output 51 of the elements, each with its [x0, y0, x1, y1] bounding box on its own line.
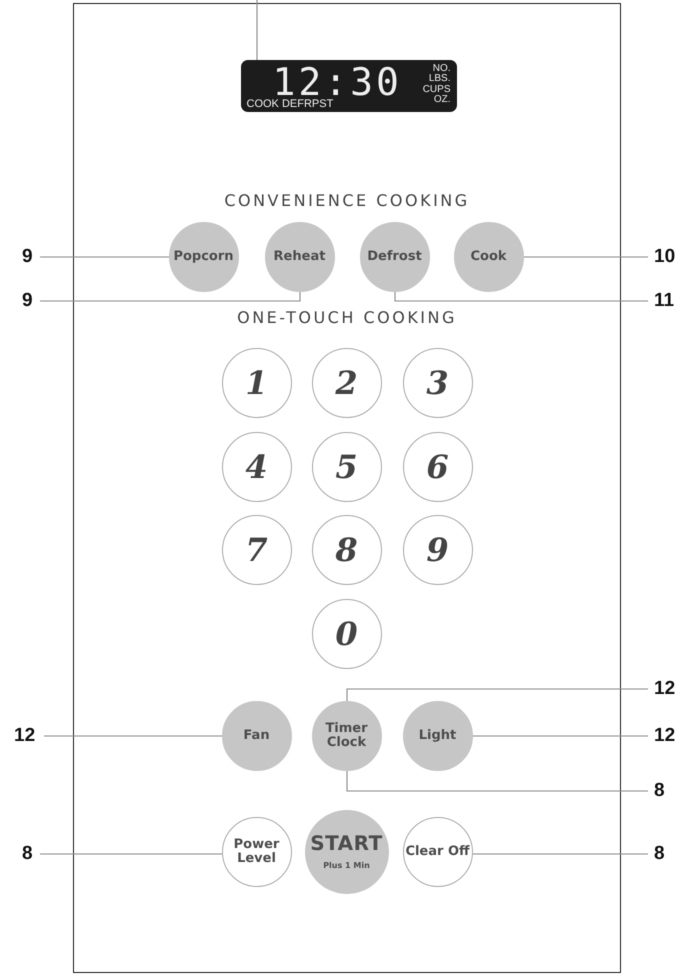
callout-number: 12	[654, 725, 676, 747]
button-label: Power Level	[232, 838, 280, 866]
leader-line	[524, 256, 648, 258]
key-numeral: 7	[245, 530, 268, 568]
button-label: Cook	[470, 250, 507, 264]
button-label: Timer Clock	[324, 722, 369, 750]
unit-label: CUPS	[422, 84, 450, 95]
callout-number: 9	[22, 290, 33, 312]
key-numeral: 8	[335, 530, 358, 568]
section-heading: CONVENIENCE COOKING	[223, 191, 471, 210]
leader-line	[44, 735, 222, 737]
leader-line	[40, 292, 301, 302]
key-numeral: 4	[245, 448, 268, 486]
section-heading: ONE-TOUCH COOKING	[236, 308, 458, 327]
leader-line	[40, 853, 222, 855]
mode-indicator: COOK DEFRPST	[246, 98, 334, 110]
button-label: START	[310, 832, 383, 854]
leader-line	[346, 771, 648, 792]
callout-number: 12	[14, 725, 36, 747]
button-label: Popcorn	[173, 250, 234, 264]
callout-number: 8	[22, 843, 33, 865]
button-label: Defrost	[367, 250, 422, 264]
control-panel	[73, 3, 621, 973]
callout-number: 8	[654, 780, 665, 802]
key-numeral: 3	[426, 364, 449, 402]
key-numeral: 9	[426, 530, 449, 568]
unit-label: NO.	[432, 64, 450, 74]
leader-line	[346, 688, 648, 701]
leader-line	[256, 0, 258, 60]
callout-number: 9	[22, 246, 33, 268]
key-numeral: 2	[335, 364, 358, 402]
leader-line	[473, 853, 648, 855]
key-numeral: 5	[335, 448, 358, 486]
key-numeral: 1	[245, 364, 268, 402]
callout-number: 11	[654, 290, 674, 312]
key-numeral: 6	[426, 448, 449, 486]
button-label: Light	[418, 728, 456, 742]
display-screen	[240, 60, 456, 112]
button-label: Reheat	[274, 250, 326, 264]
callout-number: 10	[654, 246, 676, 268]
key-numeral: 0	[335, 614, 358, 652]
leader-line	[40, 256, 169, 258]
button-sublabel: Plus 1 Min	[323, 862, 370, 870]
unit-label: LBS.	[428, 74, 450, 84]
button-label: Clear Off	[405, 844, 470, 858]
unit-label: OZ.	[434, 95, 450, 106]
leader-line	[473, 735, 648, 737]
callout-number: 12	[654, 678, 676, 700]
leader-line	[394, 292, 648, 302]
button-label: Fan	[243, 728, 270, 742]
callout-number: 8	[654, 843, 665, 865]
